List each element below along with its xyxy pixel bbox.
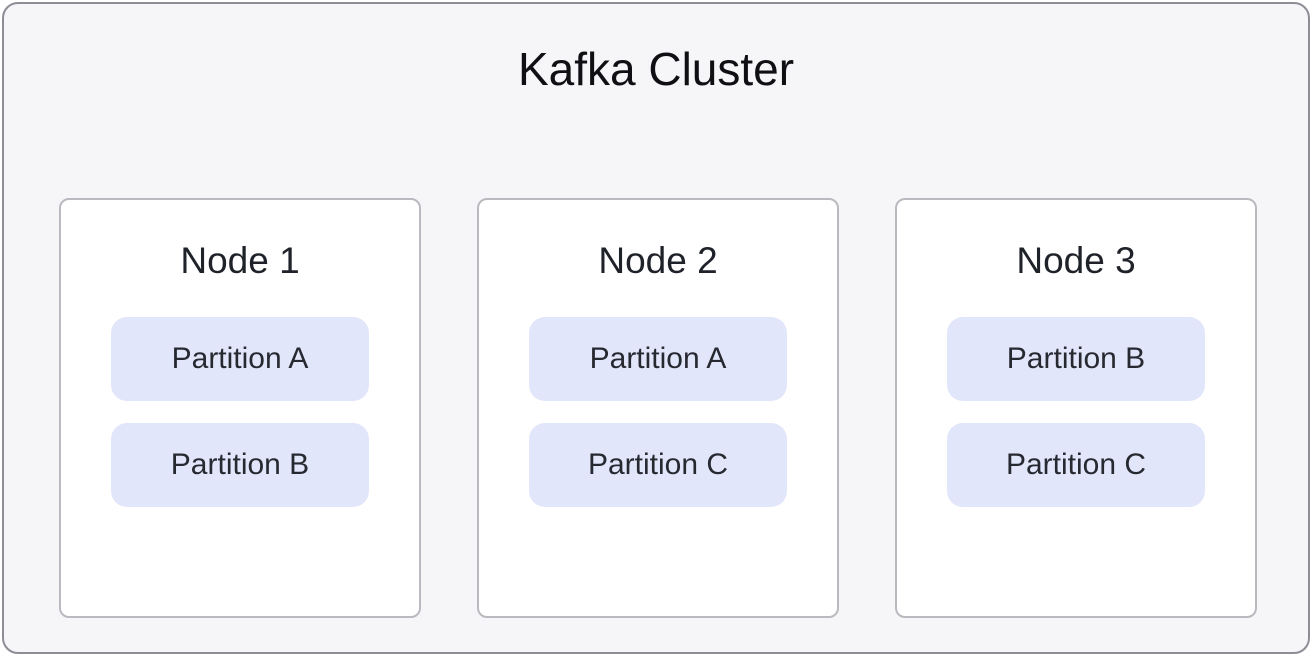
node-list: Node 1 Partition A Partition B Node 2 Pa… [59,198,1257,618]
partition-list-2: Partition A Partition C [479,317,837,507]
node-title-2: Node 2 [598,240,718,281]
partition-list-3: Partition B Partition C [897,317,1255,507]
partition-pill: Partition B [947,317,1205,401]
partition-pill: Partition A [529,317,787,401]
partition-list-1: Partition A Partition B [61,317,419,507]
node-card-1: Node 1 Partition A Partition B [59,198,421,618]
node-card-2: Node 2 Partition A Partition C [477,198,839,618]
node-title-1: Node 1 [180,240,300,281]
node-card-3: Node 3 Partition B Partition C [895,198,1257,618]
partition-pill: Partition C [947,423,1205,507]
cluster-title: Kafka Cluster [517,43,795,95]
partition-pill: Partition C [529,423,787,507]
node-title-3: Node 3 [1016,240,1136,281]
partition-pill: Partition B [111,423,369,507]
partition-pill: Partition A [111,317,369,401]
